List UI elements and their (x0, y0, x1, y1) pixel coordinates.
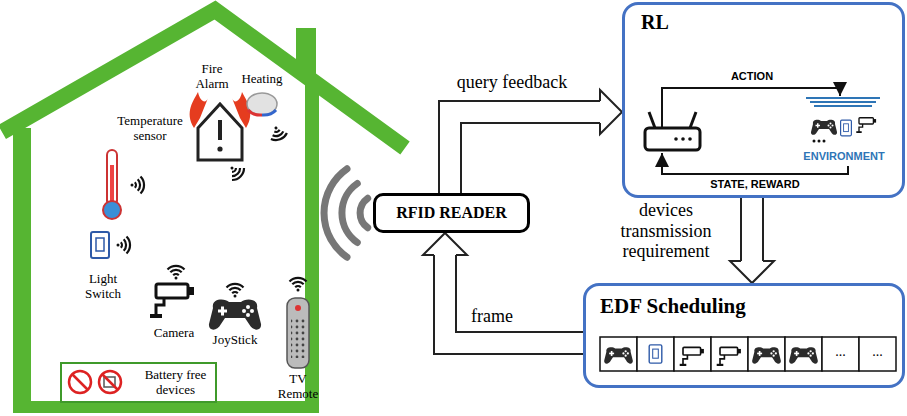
device-label: Light Switch (78, 272, 128, 301)
arrow-shaft-fill (445, 255, 583, 343)
arrow-shaft-fill (742, 198, 762, 261)
device-label: Fire Alarm (188, 62, 236, 91)
node-text: RL (641, 11, 669, 34)
arrow-label: query feedback (437, 72, 587, 93)
arrow-head-fill (600, 90, 622, 134)
node-text: Battery free devices (140, 368, 211, 397)
rfid-reader-box: RFID READER (373, 193, 530, 233)
device-label: Camera (144, 326, 204, 341)
ellipsis: ... (822, 344, 859, 360)
arrow-shaft-outline (450, 112, 600, 193)
arrow-head-fill (730, 261, 774, 283)
house-outline (2, 10, 405, 412)
hollow-arrow (450, 90, 622, 193)
arrow-label: frame (462, 306, 522, 327)
arrow-head-outline (423, 233, 467, 255)
arrow-shaft-outline (445, 255, 583, 343)
hollow-arrow (730, 198, 774, 283)
arrow-shaft-fill (450, 112, 600, 193)
action-label: ACTION (712, 70, 792, 82)
tv-remote-icon (287, 278, 309, 368)
arrow-head-fill (423, 233, 467, 255)
arrow-head-outline (730, 261, 774, 283)
rfid-signal-waves (324, 169, 368, 257)
device-label: Heating (232, 72, 292, 87)
battery-free-symbols (69, 371, 121, 393)
environment-icon (806, 98, 880, 143)
edf-queue (600, 337, 896, 371)
thermometer-icon (103, 150, 144, 219)
environment-label: ENVIRONMENT (795, 150, 893, 162)
state-reward-label: STATE, REWARD (698, 178, 812, 190)
arrow-label: devices transmission requirement (606, 200, 726, 262)
ellipsis: ... (859, 344, 896, 360)
router-icon (645, 112, 700, 150)
light-switch-icon (91, 232, 130, 258)
fire-alarm-icon (190, 92, 251, 183)
rl-panel: RL (622, 2, 905, 198)
node-text: EDF Scheduling (600, 294, 746, 319)
device-label: Temperature sensor (105, 114, 195, 143)
device-label: JoyStick (203, 333, 267, 348)
heating-knob-icon (247, 93, 288, 142)
joystick-icon (209, 284, 261, 330)
camera-icon (150, 266, 194, 318)
battery-free-box: Battery free devices (60, 362, 217, 403)
arrow-head-outline (600, 90, 622, 134)
arrow-shaft-outline (740, 198, 764, 261)
node-text: RFID READER (396, 204, 507, 222)
edf-panel: EDF Scheduling (583, 283, 905, 388)
device-label: TV Remote (270, 372, 326, 401)
hollow-arrow (423, 233, 583, 343)
